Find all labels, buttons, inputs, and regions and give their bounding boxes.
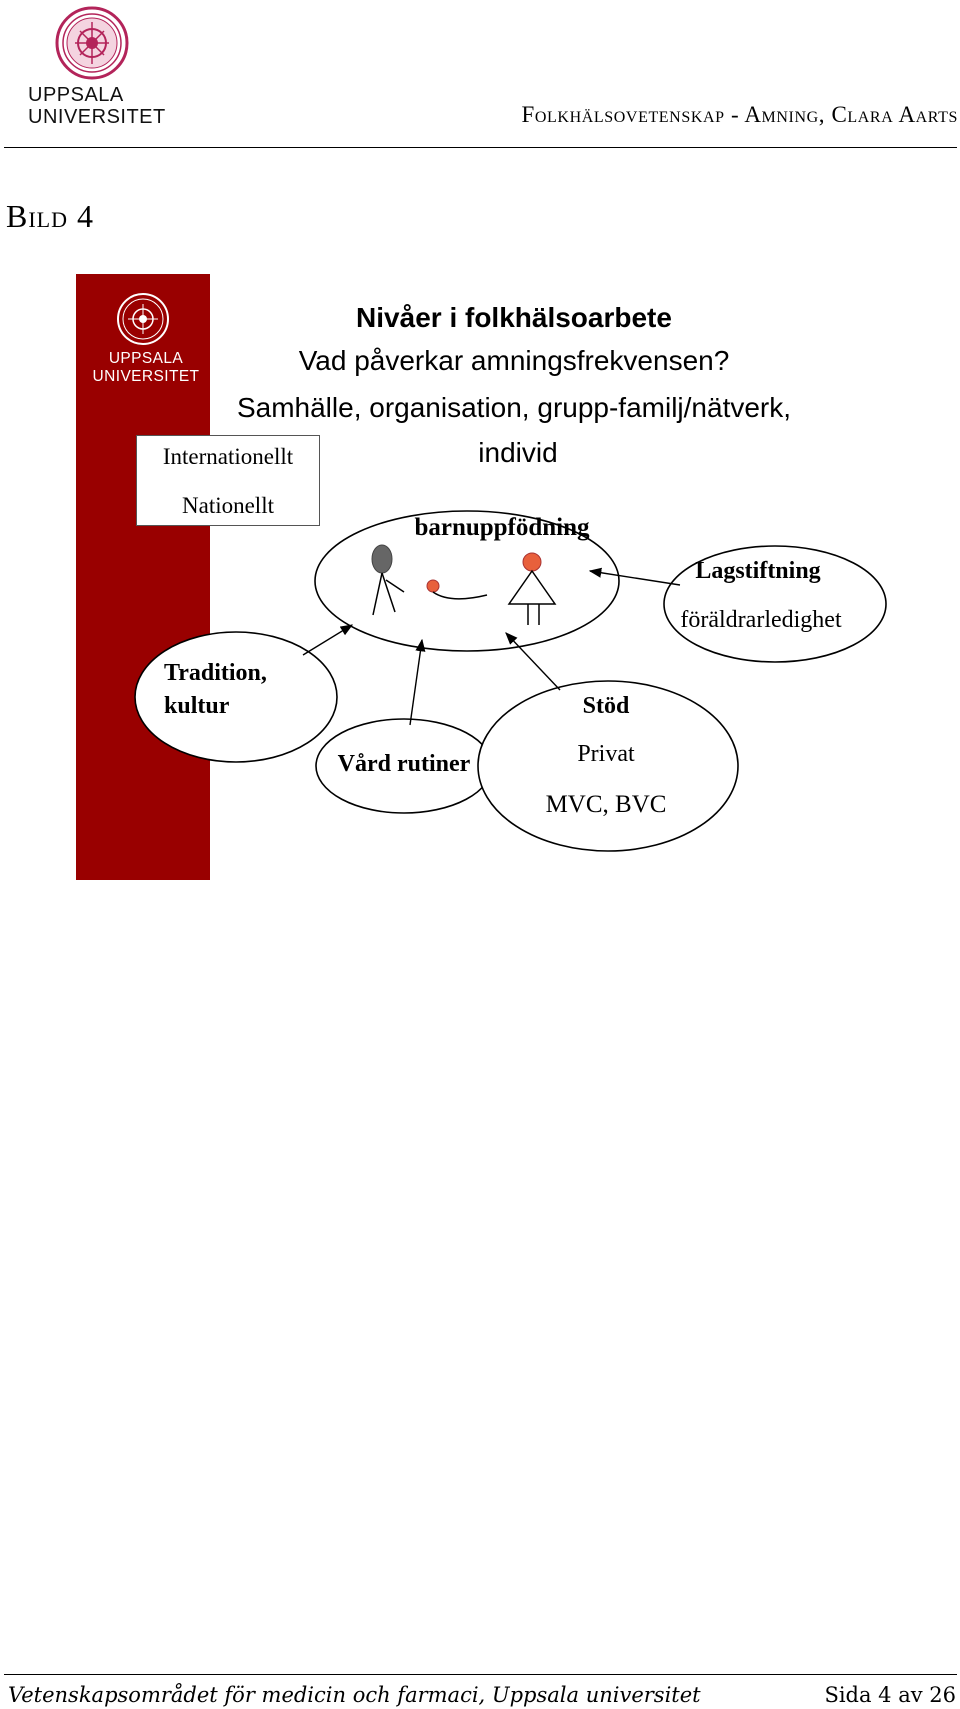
footer-institution: Vetenskapsområdet för medicin och farmac…	[8, 1683, 701, 1707]
section-title: Bild 4	[6, 198, 94, 234]
arrow-tradition	[302, 624, 354, 656]
father-figure-icon	[371, 544, 405, 616]
care-label: Vård rutiner	[337, 751, 471, 777]
footer-page-number: Sida 4 av 26	[824, 1683, 956, 1707]
arrow-support	[505, 632, 561, 691]
arrow-care	[409, 638, 426, 726]
slide-red-bar	[76, 274, 210, 880]
tradition-line2: kultur	[164, 693, 230, 719]
slide-individual: individ	[478, 437, 558, 468]
baby-figure-icon	[426, 579, 488, 600]
support-title: Stöd	[582, 693, 630, 719]
support-services: MVC, BVC	[545, 791, 667, 818]
mother-figure-icon	[507, 552, 557, 625]
law-detail: föräldrarledighet	[680, 607, 842, 633]
tradition-line1: Tradition,	[164, 660, 267, 686]
course-header-title: Folkhälsovetenskap - Amning, Clara Aarts	[521, 102, 958, 127]
header-divider	[4, 147, 957, 148]
slide-levels: Samhälle, organisation, grupp-familj/nät…	[236, 392, 792, 423]
support-private: Privat	[577, 741, 635, 767]
university-name: UPPSALA UNIVERSITET	[28, 84, 166, 128]
arrow-law	[588, 567, 681, 586]
national-label: Nationellt	[182, 493, 274, 518]
center-label: barnuppfödning	[414, 514, 590, 541]
footer-divider	[4, 1674, 957, 1675]
slide-university-name: UPPSALA UNIVERSITET	[92, 350, 200, 385]
slide-question: Vad påverkar amningsfrekvensen?	[298, 345, 730, 376]
slide-seal-logo	[117, 293, 169, 345]
law-title: Lagstiftning	[695, 558, 821, 584]
slide-title: Nivåer i folkhälsoarbete	[356, 302, 672, 333]
university-seal-logo	[55, 6, 129, 80]
international-national-box	[136, 435, 320, 526]
international-label: Internationellt	[162, 444, 294, 469]
